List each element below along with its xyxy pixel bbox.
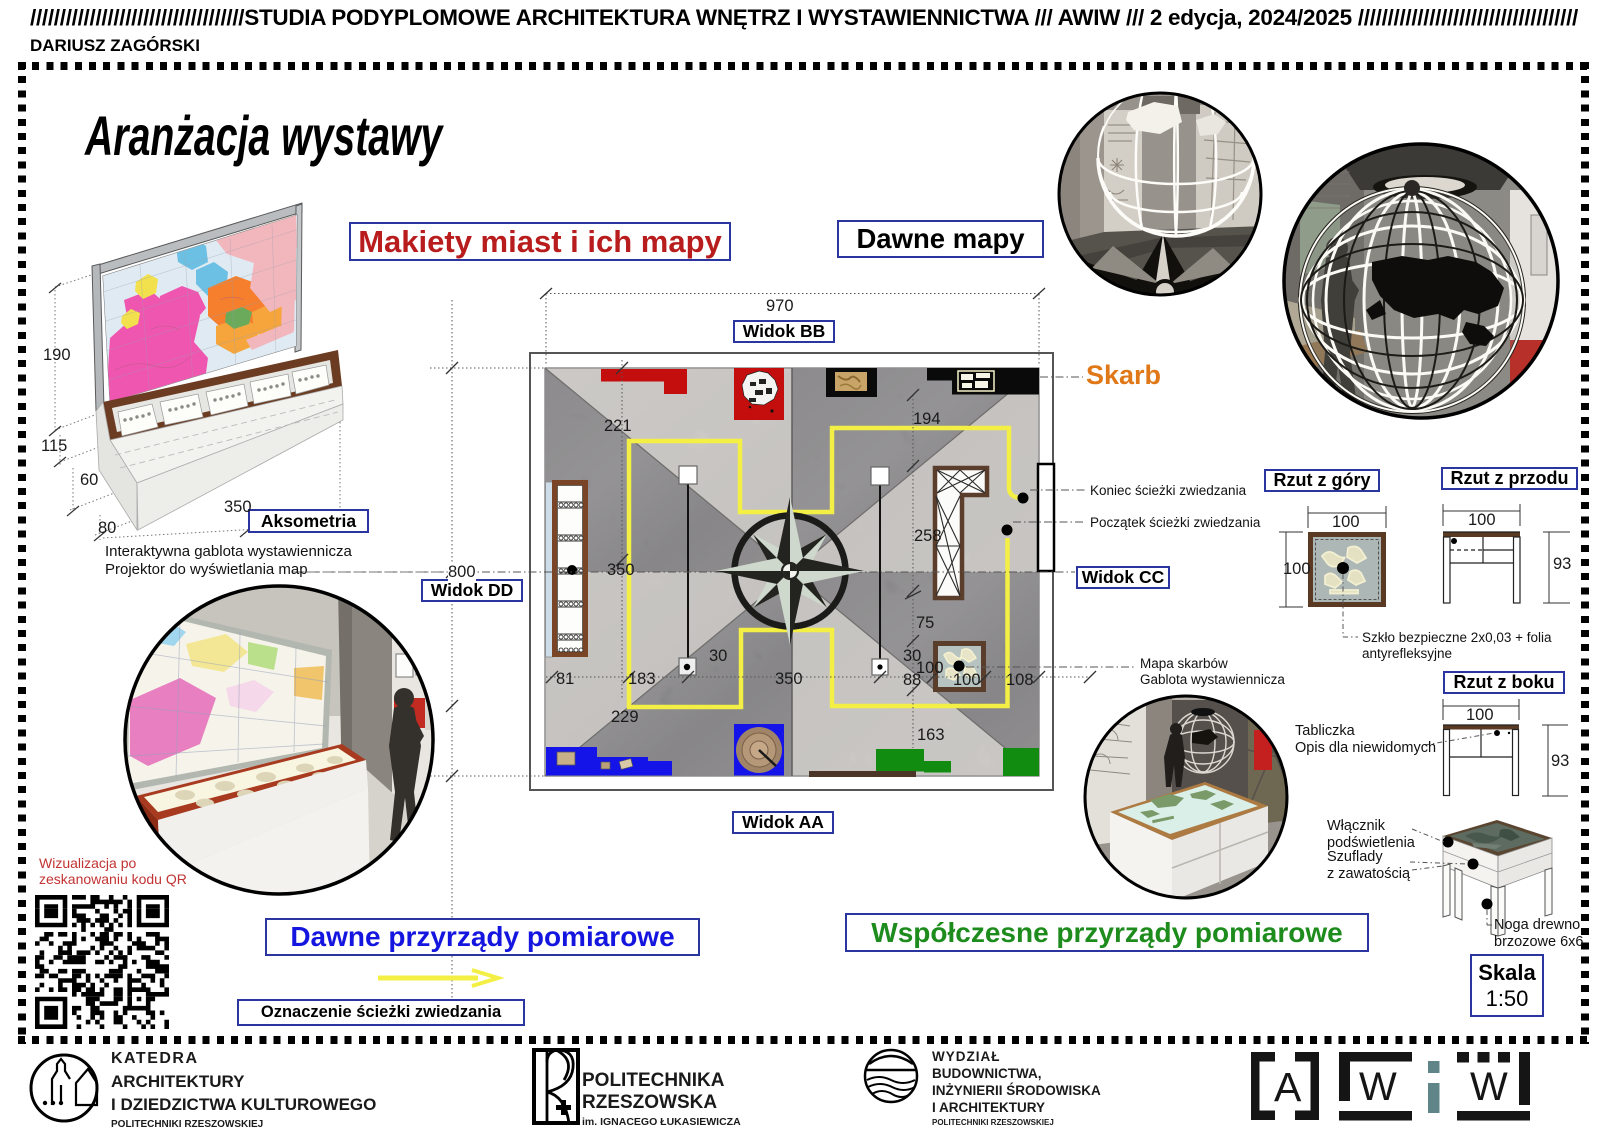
svg-text:A: A [1274,1064,1302,1110]
svg-text:W: W [1470,1065,1508,1109]
svg-text:W: W [1359,1065,1397,1109]
